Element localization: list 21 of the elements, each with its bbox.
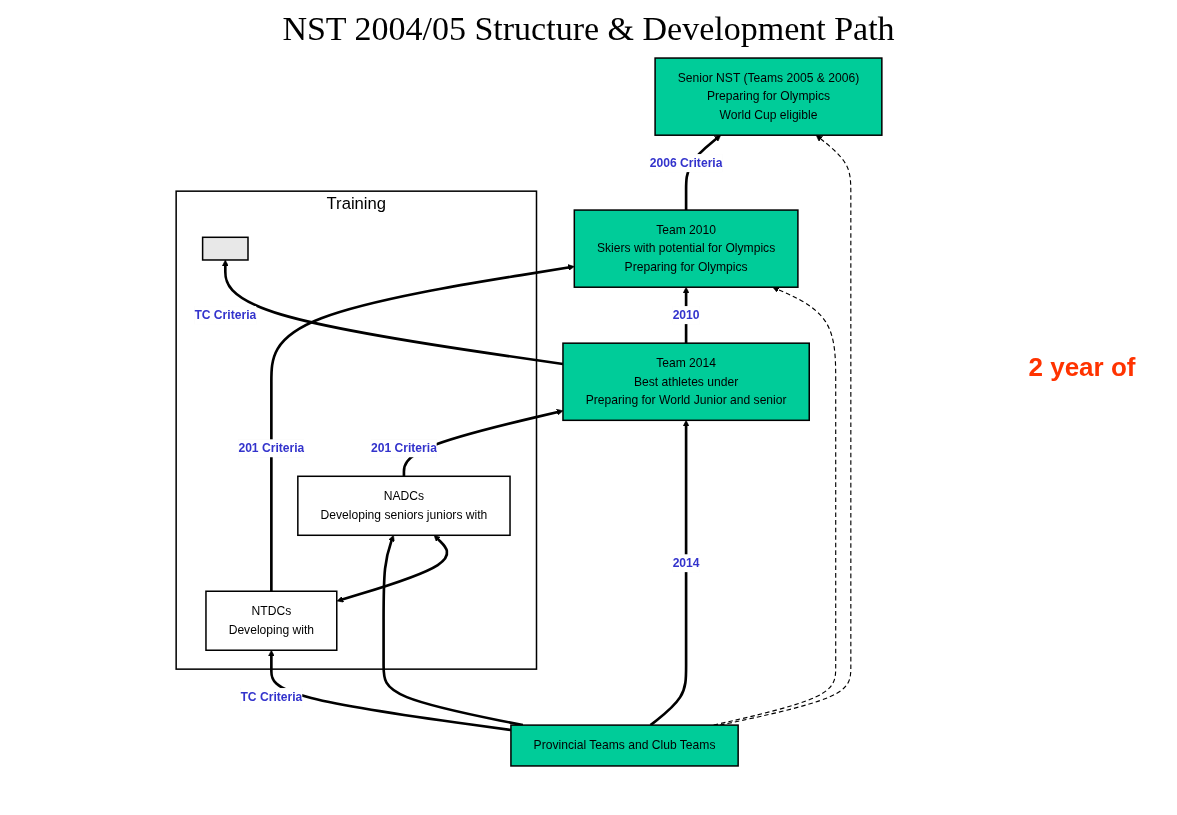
arrow — [381, 535, 523, 727]
node-box: NADCs Developing seniors juniors with — [296, 475, 511, 537]
arrow — [649, 420, 689, 727]
edge-label: 2006 Criteria — [649, 156, 722, 170]
arrow — [336, 534, 448, 603]
arrow — [221, 259, 563, 366]
edge-label: 201 Criteria — [237, 441, 304, 455]
edge-label: 2010 — [672, 308, 700, 322]
edge-label: 2014 — [672, 556, 700, 570]
arrow — [267, 649, 511, 732]
node-box: Senior NST (Teams 2005 & 2006) Preparing for Olympics World Cup eligible — [653, 57, 883, 136]
note-text: 2 year of — [1028, 352, 1137, 383]
node-box: Team 2014 Best athletes under Preparing for World Junior and senior — [561, 342, 810, 422]
node-box: Team 2010 Skiers with potential for Olympics Preparing for Olympics — [573, 209, 799, 288]
node-box — [201, 236, 249, 261]
node-box: Provincial Teams and Club Teams — [509, 724, 739, 767]
edge-label: TC Criteria — [193, 308, 256, 322]
node-box: NTDCs Developing with — [204, 590, 338, 651]
diagram-title: NST 2004/05 Structure & Development Path — [281, 10, 896, 48]
edge-label: 201 Criteria — [370, 441, 437, 455]
edge-label: TC Criteria — [239, 690, 302, 704]
